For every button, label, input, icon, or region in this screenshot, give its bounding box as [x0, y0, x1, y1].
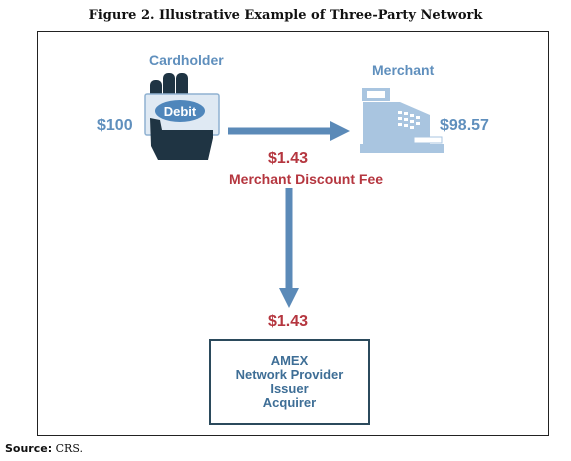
merchant-label: Merchant	[372, 62, 435, 78]
cardholder-label: Cardholder	[149, 52, 224, 68]
merchant-amount: $98.57	[440, 117, 489, 134]
source-note: Source: CRS.	[5, 442, 83, 455]
network-line-provider: Network Provider	[235, 367, 344, 382]
source-label: Source:	[5, 442, 53, 455]
fee-amount: $1.43	[268, 150, 309, 167]
cash-register-icon	[360, 88, 444, 153]
source-text: CRS.	[55, 442, 83, 455]
fee-label: Merchant Discount Fee	[229, 171, 384, 187]
payment-arrow	[228, 121, 350, 141]
figure-title: Figure 2. Illustrative Example of Three-…	[88, 8, 483, 23]
network-line-amex: AMEX	[270, 353, 309, 368]
fee-arrow	[279, 188, 299, 308]
hand-holding-debit-card-icon: Debit	[144, 73, 220, 160]
cardholder-amount: $100	[97, 117, 133, 134]
card-label: Debit	[164, 104, 197, 119]
network-line-issuer: Issuer	[270, 381, 309, 396]
network-amount: $1.43	[268, 313, 309, 330]
network-line-acquirer: Acquirer	[262, 395, 317, 410]
diagram-frame	[37, 31, 549, 436]
network-box: AMEX Network Provider Issuer Acquirer	[209, 339, 370, 425]
